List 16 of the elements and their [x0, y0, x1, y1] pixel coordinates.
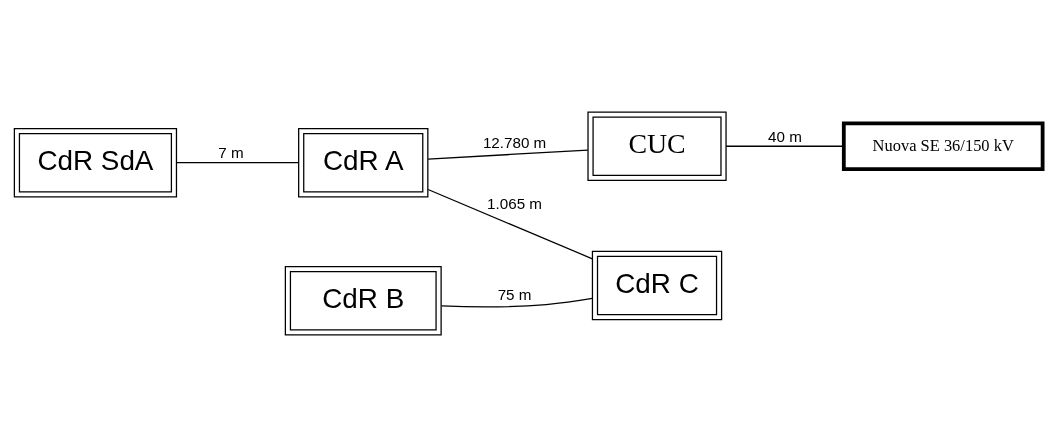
edge-label: 7 m [218, 144, 244, 162]
connector [427, 149, 589, 160]
connector [176, 162, 300, 164]
connector [725, 145, 845, 147]
connector [427, 188, 593, 260]
edge-label: 75 m [497, 286, 532, 304]
node-box: CdR B [284, 265, 442, 336]
node-box: CdR SdA [13, 127, 178, 198]
node-box: CUC [587, 111, 727, 182]
node-box: Nuova SE 36/150 kV [841, 121, 1045, 171]
edge-label: 12.780 m [482, 134, 547, 152]
node-box: CdR A [298, 127, 429, 198]
node-box: CdR C [591, 250, 723, 321]
edge-label: 1.065 m [487, 195, 543, 213]
connector [440, 297, 593, 308]
edge-label: 40 m [768, 127, 802, 145]
